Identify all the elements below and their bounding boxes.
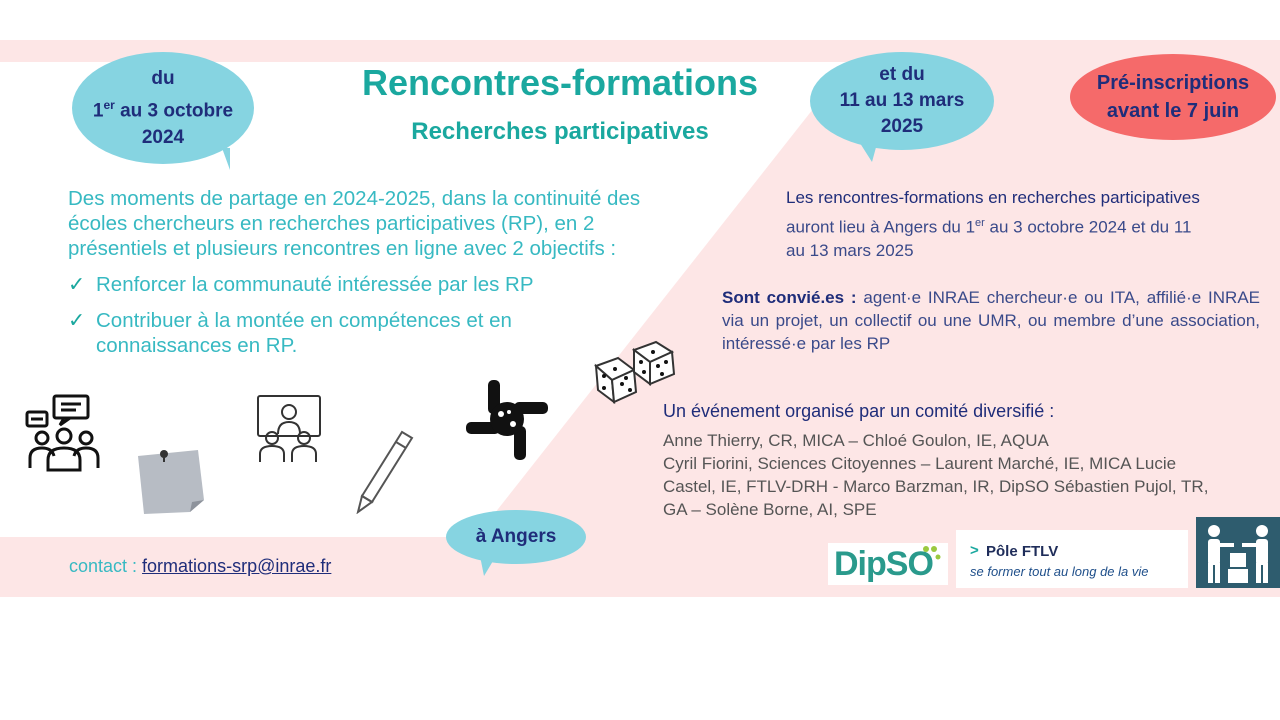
- pole-ftlv-title: Pôle FTLV: [986, 543, 1059, 560]
- objective-text: Contribuer à la montée en compétences et…: [96, 309, 512, 357]
- bubble-line: et du: [879, 64, 925, 85]
- checkmark-icon: ✓: [68, 273, 86, 296]
- dipso-logo-text: DipSO: [834, 545, 934, 583]
- committee-members: Cyril Fiorini, Sciences Citoyennes – Lau…: [663, 454, 1209, 519]
- objective-text: Renforcer la communauté intéressée par l…: [96, 273, 534, 296]
- dice-icon: [594, 340, 676, 405]
- details-text: auront lieu à Angers du 1er au 3 octobre…: [786, 217, 1192, 260]
- details-heading: Les rencontres-formations en recherches …: [786, 188, 1200, 207]
- contact-label: contact :: [69, 556, 143, 576]
- participation-logo-icon: [1196, 517, 1280, 588]
- bubble-line: 2024: [141, 127, 185, 149]
- pole-ftlv-logo: > Pôle FTLV se former tout au long de la…: [956, 530, 1188, 588]
- sticky-note-icon: [138, 450, 204, 514]
- committee-line: Anne Thierry, CR, MICA – Chloé Goulon, I…: [663, 431, 1049, 450]
- contact-line: contact : formations-srp@inrae.fr: [69, 556, 331, 577]
- bubble-line: 1er au 3 octobre: [92, 97, 234, 122]
- checkmark-icon: ✓: [68, 309, 86, 332]
- bubble-line: 11 au 13 mars: [839, 90, 965, 111]
- invited-paragraph: Sont convié.es : agent·e INRAE chercheur…: [722, 286, 1260, 355]
- bubble-line: du: [151, 67, 175, 89]
- invited-text: agent·e INRAE chercheur·e ou ITA, affili…: [722, 288, 1260, 353]
- chevron-right-icon: >: [970, 542, 979, 559]
- pole-ftlv-tagline: se former tout au long de la vie: [970, 564, 1149, 579]
- contact-email-link[interactable]: formations-srp@inrae.fr: [142, 556, 332, 576]
- location-bubble: à Angers: [446, 510, 586, 576]
- dipso-logo: DipSO: [828, 543, 948, 585]
- invited-label: Sont convié.es :: [722, 288, 857, 307]
- page-subtitle: Recherches participatives: [411, 118, 709, 145]
- bubble-line: Pré-inscriptions: [1096, 72, 1250, 94]
- pen-icon: [356, 430, 414, 514]
- video-conference-icon: [257, 395, 321, 462]
- bubble-line: 2025: [880, 116, 924, 137]
- dipso-dots-icon: [923, 546, 941, 560]
- objective-item: ✓ Renforcer la communauté intéressée par…: [68, 272, 588, 297]
- page-title: Rencontres-formations: [361, 62, 759, 103]
- objective-item: ✓ Contribuer à la montée en compétences …: [68, 308, 588, 358]
- committee-heading: Un événement organisé par un comité dive…: [663, 401, 1055, 421]
- location-label: à Angers: [475, 526, 557, 547]
- discussion-group-icon: [25, 394, 100, 472]
- dates-bubble-march: et du 11 au 13 mars 2025: [810, 52, 994, 162]
- dates-bubble-october: du 1er au 3 octobre 2024: [72, 52, 254, 170]
- hands-together-icon: [466, 380, 548, 460]
- bubble-line: avant le 7 juin: [1106, 100, 1240, 122]
- intro-paragraph: Des moments de partage en 2024-2025, dan…: [68, 187, 641, 260]
- preinscription-bubble: Pré-inscriptions avant le 7 juin: [1070, 54, 1276, 140]
